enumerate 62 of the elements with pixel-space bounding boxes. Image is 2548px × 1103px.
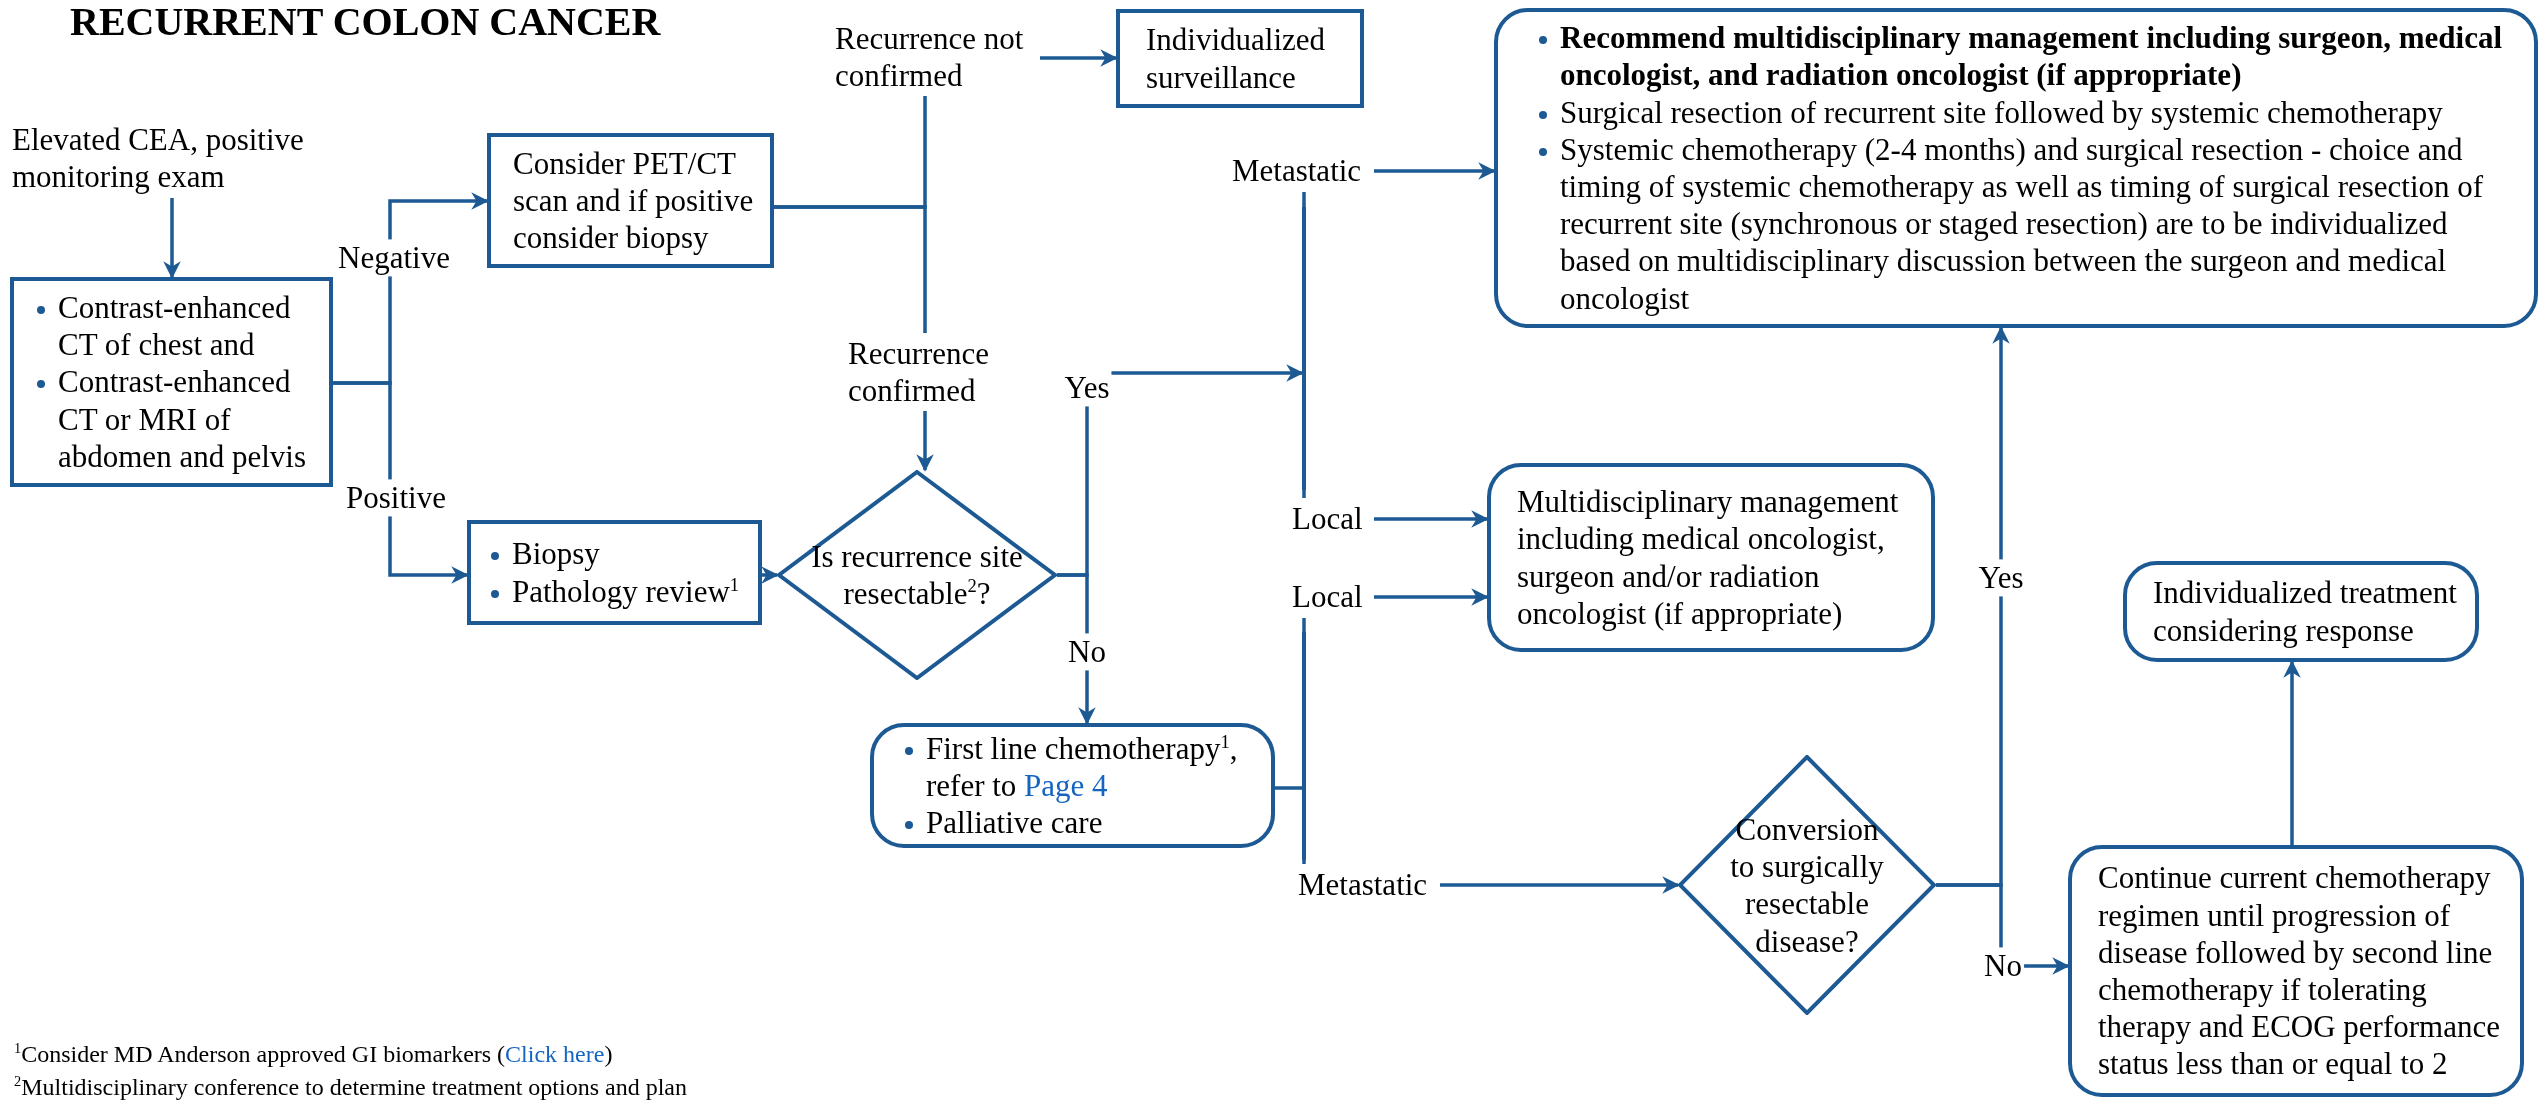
arrow	[2283, 660, 2301, 845]
decision-text: Conversion to surgically resectable disease?	[1729, 810, 1885, 960]
edge-label: No	[1066, 633, 1108, 671]
decision-diamond	[1678, 755, 1936, 1015]
edge-label: Yes	[1976, 559, 2026, 597]
box-text: Multidisciplinary management including medical oncologist, surgeon and/or radiation oncologist (if appropriate)	[1517, 483, 1900, 632]
arrow	[1374, 510, 1489, 528]
rounded-process-box	[2068, 845, 2524, 1097]
edge-label: Positive	[344, 479, 448, 517]
process-box	[487, 133, 774, 268]
connector-line	[1302, 618, 1306, 632]
connector-line	[1302, 860, 1306, 864]
connector-line	[1302, 490, 1306, 498]
junction-bar	[1302, 632, 1306, 860]
arrow	[761, 566, 779, 584]
bullet-text: Pathology review$^{1}$	[512, 572, 741, 610]
edge-label: Negative	[336, 239, 452, 277]
branch-text: Metastatic	[1232, 150, 1374, 192]
page-link: Click here	[505, 1041, 605, 1067]
branch-text: Local	[1292, 498, 1374, 540]
title: RECURRENT COLON CANCER	[70, 0, 661, 44]
junction-bar	[1302, 207, 1306, 490]
box-text: Continue current chemotherapy regimen until progression of disease followed by second line chemotherapy if tolerating therapy and ECOG performance status less than or equal to 2	[2098, 859, 2501, 1083]
decision-text: Is recurrence site resectable$^{2}$?	[810, 537, 1024, 613]
bullet-text: Recommend multidisciplinary management including surgeon, medical oncologist, and radiation oncologist (if appropriate)	[1560, 19, 2504, 94]
arrow	[163, 198, 181, 279]
branch-text: Recurrence not confirmed	[835, 18, 1040, 96]
rounded-process-box	[2123, 561, 2479, 662]
arrow	[1374, 162, 1496, 180]
rounded-process-box	[1487, 463, 1935, 652]
box-text: Individualized treatment considering response	[2153, 574, 2458, 649]
edge-label: Yes	[1062, 369, 1112, 407]
bullet-text: Palliative care	[926, 804, 1104, 842]
rounded-process-box	[870, 723, 1275, 848]
bullet-text: Contrast-enhanced CT of chest and	[58, 289, 292, 364]
page-link: Page 4	[1024, 767, 1108, 803]
bullet-text: Systemic chemotherapy (2-4 months) and surgical resection - choice and timing of systemic chemotherapy as well as timing of surgical resection of recurrent site (synchronous or staged resection) are to be individualized based on multidisciplinary discussion between the surgeon and medical oncologist	[1560, 130, 2485, 317]
footnote: $^{2}$Multidisciplinary conference to determine treatment options and plan	[14, 1073, 687, 1102]
branch-text: Recurrence confirmed	[848, 333, 998, 411]
bullet-text: Biopsy	[512, 535, 601, 573]
branch-text: Local	[1292, 576, 1374, 618]
process-box	[467, 520, 762, 625]
rounded-process-box	[1494, 8, 2538, 328]
arrow	[916, 411, 934, 472]
footnote: $^{1}$Consider MD Anderson approved GI biomarkers (Click here)	[14, 1040, 613, 1069]
box-text: Consider PET/CT scan and if positive consider biopsy	[513, 144, 755, 257]
connector-line	[1302, 192, 1306, 207]
branch-text: Elevated CEA, positive monitoring exam	[12, 118, 347, 198]
process-box	[10, 277, 333, 487]
arrow	[1374, 588, 1489, 606]
bullet-text: Surgical resection of recurrent site followed by systemic chemotherapy	[1560, 93, 2444, 131]
connector-line	[1275, 786, 1302, 790]
arrow	[1040, 49, 1118, 67]
process-box	[1116, 9, 1364, 108]
bullet-text: Contrast-enhanced CT or MRI of abdomen and pelvis	[58, 363, 307, 475]
branch-text: Metastatic	[1298, 864, 1440, 906]
arrow	[1440, 876, 1680, 894]
arrow	[333, 381, 469, 584]
connector-line	[774, 205, 927, 333]
decision-diamond	[777, 470, 1057, 680]
bullet-text: First line chemotherapy$^{1}$, refer to Page 4	[926, 729, 1239, 805]
box-text: Individualized surveillance	[1146, 21, 1327, 96]
